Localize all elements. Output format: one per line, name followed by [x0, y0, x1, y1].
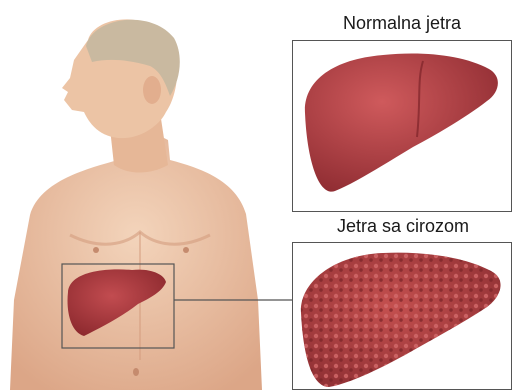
normal-liver-label: Normalna jetra [343, 13, 461, 34]
ear [143, 76, 161, 104]
human-figure [0, 0, 300, 390]
normal-liver-panel [292, 40, 512, 212]
cirrhotic-liver-panel [292, 242, 512, 390]
normal-liver [293, 41, 511, 211]
cirrhotic-liver-label: Jetra sa cirozom [337, 216, 469, 237]
cirrhotic-liver [293, 243, 511, 389]
